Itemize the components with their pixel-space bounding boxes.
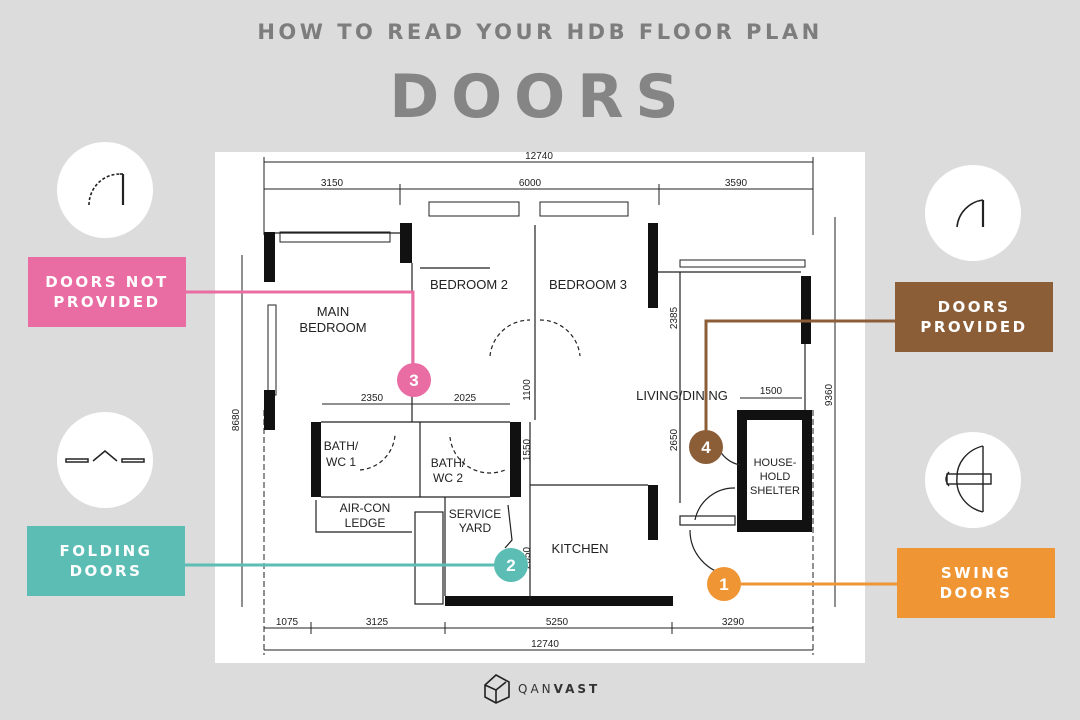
badge-3-label: 3 xyxy=(409,371,418,390)
door-arc-icon xyxy=(925,165,1021,261)
room-label: BEDROOM 3 xyxy=(549,277,627,292)
callout-line-provided xyxy=(704,319,895,440)
room-label: LEDGE xyxy=(345,516,386,530)
qanvast-logo: QANVAST xyxy=(482,673,600,705)
room-label: KITCHEN xyxy=(551,541,608,556)
callout-line-not-provided xyxy=(186,290,415,370)
room-label: WC 1 xyxy=(326,455,356,469)
dimension-label: 2385 xyxy=(669,306,680,329)
badge-1 xyxy=(707,567,741,601)
label-folding-doors: FOLDING DOORS xyxy=(27,526,185,596)
label-doors-provided: DOORS PROVIDED xyxy=(895,282,1053,352)
dimension-label: 1075 xyxy=(276,617,299,628)
room-label: MAIN xyxy=(317,304,350,319)
dimension-label: 9360 xyxy=(824,383,835,406)
logo-text-light: QAN xyxy=(518,682,554,696)
dimension-label: 5250 xyxy=(546,617,569,628)
room-label: WC 2 xyxy=(433,471,463,485)
page-title: DOORS xyxy=(389,62,691,132)
dimension-label: 3150 xyxy=(321,178,344,189)
dimension-label: 1550 xyxy=(522,438,533,461)
dimension-label: 8680 xyxy=(231,408,242,431)
room-label: SERVICE xyxy=(449,507,501,521)
dimension-label: 3290 xyxy=(722,617,745,628)
dimension-label: 12740 xyxy=(525,152,553,162)
badge-4-label: 4 xyxy=(701,438,711,457)
door-swings xyxy=(359,319,581,474)
badge-3 xyxy=(397,363,431,397)
dimension-label: 2350 xyxy=(361,393,384,404)
dimension-label: 12740 xyxy=(531,639,559,650)
room-label: BEDROOM 2 xyxy=(430,277,508,292)
badge-2 xyxy=(494,548,528,582)
swing-door-icon xyxy=(925,432,1021,528)
room-label: HOUSE- xyxy=(754,457,797,469)
dimension-label: 1100 xyxy=(522,379,533,401)
windows xyxy=(267,201,806,396)
dimension-label: 6000 xyxy=(519,178,542,189)
badge-4 xyxy=(689,430,723,464)
house-logo-icon xyxy=(484,674,510,704)
dimension-label: 3590 xyxy=(725,178,748,189)
badge-1-label: 1 xyxy=(719,575,728,594)
room-label: BEDROOM xyxy=(299,320,366,335)
room-label: BATH/ xyxy=(324,439,359,453)
room-label: HOLD xyxy=(760,471,791,483)
room-label: YARD xyxy=(459,521,492,535)
walls xyxy=(264,223,812,606)
dimension-label: 2550 xyxy=(522,546,533,569)
door-swings-solid xyxy=(504,446,741,576)
subtitle: HOW TO READ YOUR HDB FLOOR PLAN xyxy=(257,20,823,44)
dimension-label: 2025 xyxy=(454,393,477,404)
folding-door-icon xyxy=(57,412,153,508)
room-label: SHELTER xyxy=(750,485,800,497)
badge-2-label: 2 xyxy=(506,556,515,575)
label-doors-not-provided: DOORS NOT PROVIDED xyxy=(28,257,186,327)
dashed-door-arc-icon xyxy=(57,142,153,238)
room-label: BATH/ xyxy=(431,456,466,470)
dimension-label: 1500 xyxy=(760,386,783,397)
logo-text-bold: VAST xyxy=(553,682,601,696)
room-label: AIR-CON xyxy=(340,501,391,515)
label-swing-doors: SWING DOORS xyxy=(897,548,1055,618)
floor-plan: MAIN BEDROOM BEDROOM 2 BEDROOM 3 LIVING/… xyxy=(215,151,865,663)
dimension-lines xyxy=(241,157,836,655)
dimension-label: 3125 xyxy=(366,617,389,628)
dimension-label: 2650 xyxy=(669,428,680,451)
